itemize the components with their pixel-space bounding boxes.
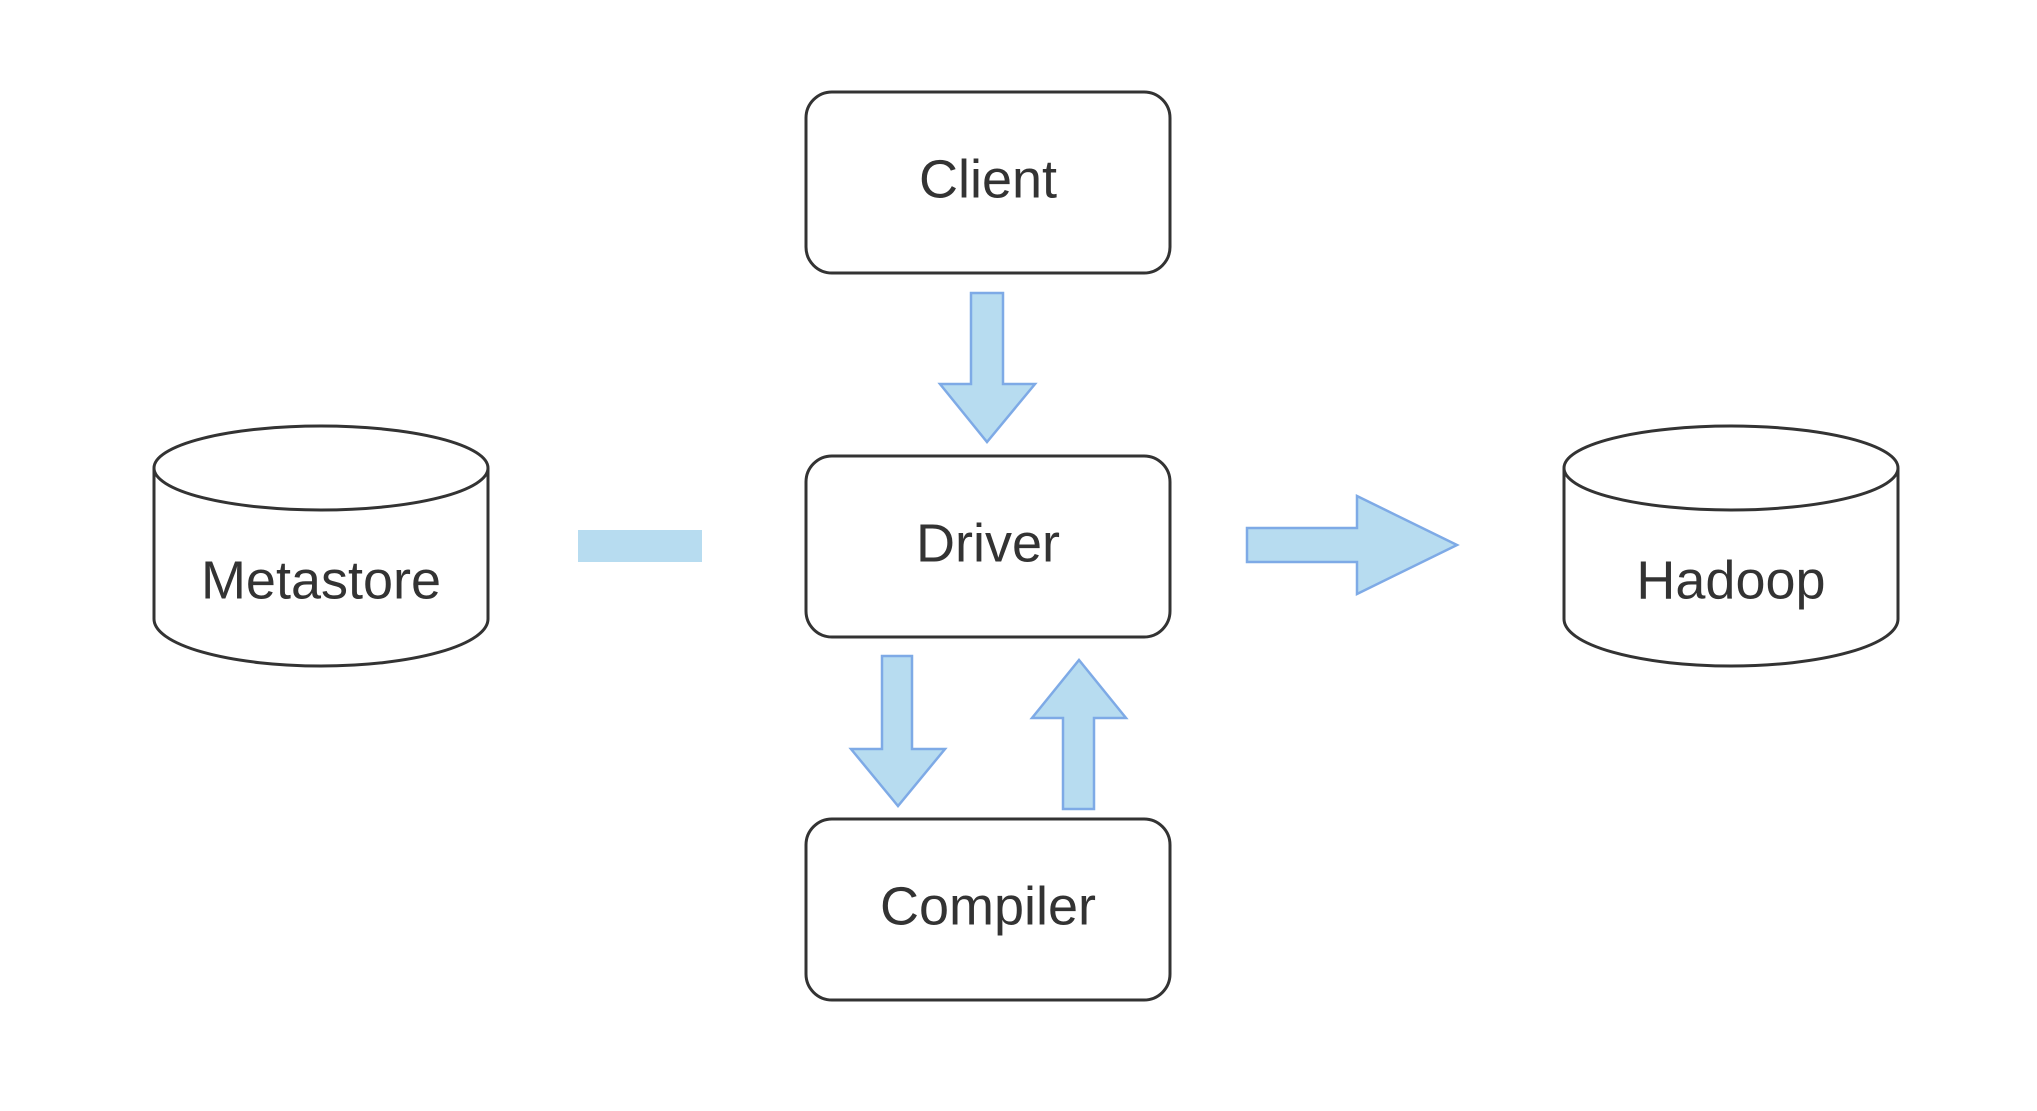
client-box (804, 90, 1172, 275)
hadoop-label: Hadoop (1636, 550, 1825, 610)
driver-node: Driver (804, 454, 1172, 639)
compiler-label: Compiler (880, 876, 1096, 936)
hadoop-node: Hadoop (1562, 424, 1900, 668)
metastore-cylinder-body (152, 468, 490, 668)
metastore-driver-connector (578, 530, 702, 562)
driver-to-hadoop-arrow (1245, 493, 1460, 597)
driver-to-compiler-arrow (848, 654, 948, 808)
client-label: Client (919, 149, 1057, 209)
client-to-driver-arrow (937, 291, 1038, 444)
compiler-node: Compiler (804, 817, 1172, 1002)
hadoop-cylinder-body (1562, 468, 1900, 668)
metastore-label: Metastore (201, 550, 441, 610)
client-node: Client (804, 90, 1172, 275)
compiler-to-driver-arrow (1029, 658, 1129, 811)
hadoop-cylinder-top (1562, 424, 1900, 512)
driver-box (804, 454, 1172, 639)
driver-label: Driver (916, 513, 1060, 573)
metastore-cylinder-top (152, 424, 490, 512)
compiler-box (804, 817, 1172, 1002)
metastore-node: Metastore (152, 424, 490, 668)
